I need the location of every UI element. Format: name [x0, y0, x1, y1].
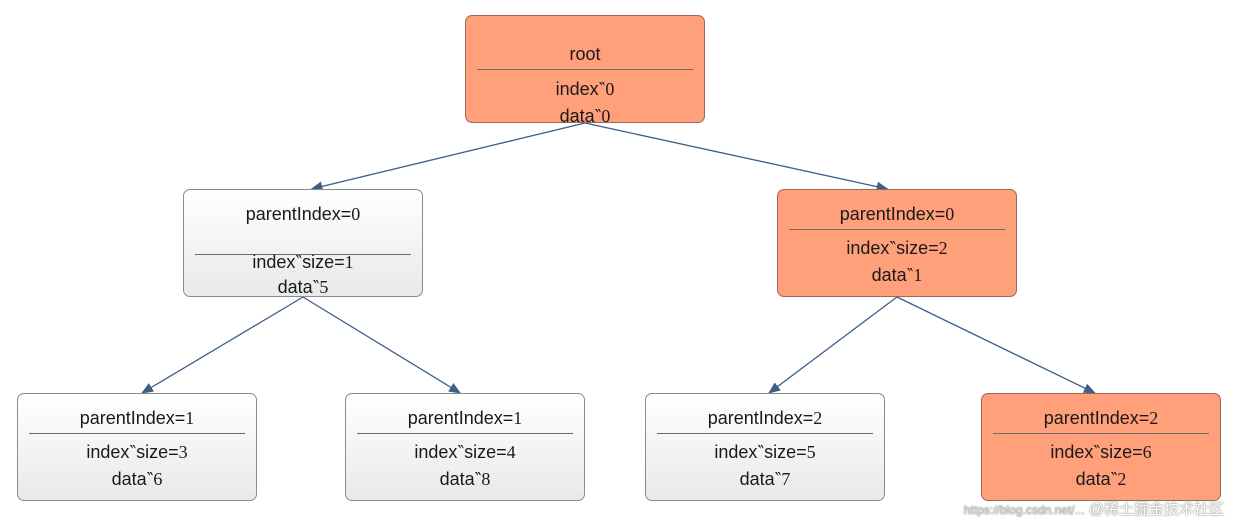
node-data-line: data‶0: [559, 106, 611, 126]
edge-root-n2: [584, 122, 889, 192]
node-divider: [477, 69, 693, 70]
tree-node-n5: parentIndex=2 index‶size=5 data‶7: [645, 393, 885, 501]
node-divider: [195, 254, 411, 255]
tree-node-root: root index‶0 data‶0: [465, 15, 705, 126]
node-title: parentIndex=0: [245, 204, 361, 224]
node-divider: [29, 433, 245, 434]
node-index-line: index‶size=1: [252, 252, 354, 272]
watermark-text: @稀土掘金技术社区: [1088, 501, 1224, 518]
tree-node-n6: parentIndex=2 index‶size=6 data‶2: [981, 393, 1221, 501]
node-index-line: index‶size=5: [714, 442, 816, 462]
node-divider: [789, 229, 1005, 230]
node-data-line: data‶2: [1075, 469, 1127, 489]
node-data-line: data‶8: [439, 469, 491, 489]
node-title: parentIndex=2: [1043, 408, 1159, 428]
watermark-url: https://blog.csdn.net/...: [963, 503, 1085, 517]
node-data-line: data‶1: [871, 265, 923, 285]
edge-n1-n3: [141, 296, 304, 394]
node-index-line: index‶size=3: [86, 442, 188, 462]
node-title: parentIndex=1: [407, 408, 523, 428]
edge-n1-n4: [302, 296, 461, 394]
tree-node-n1: parentIndex=0 index‶size=1 data‶5: [183, 189, 423, 297]
node-title: parentIndex=2: [707, 408, 823, 428]
node-index-line: index‶size=6: [1050, 442, 1152, 462]
tree-node-n4: parentIndex=1 index‶size=4 data‶8: [345, 393, 585, 501]
node-index-line: index‶size=2: [846, 238, 948, 258]
node-divider: [357, 433, 573, 434]
node-index-line: index‶0: [555, 79, 615, 99]
node-divider: [657, 433, 873, 434]
node-title: parentIndex=0: [839, 204, 955, 224]
node-data-line: data‶5: [277, 277, 329, 297]
watermark: https://blog.csdn.net/... @稀土掘金技术社区: [964, 498, 1224, 519]
edge-n2-n5: [768, 296, 898, 394]
node-title: parentIndex=1: [79, 408, 195, 428]
tree-node-n2: parentIndex=0 index‶size=2 data‶1: [777, 189, 1017, 297]
node-data-line: data‶7: [739, 469, 791, 489]
tree-node-n3: parentIndex=1 index‶size=3 data‶6: [17, 393, 257, 501]
edge-n2-n6: [896, 296, 1096, 394]
node-divider: [993, 433, 1209, 434]
node-data-line: data‶6: [111, 469, 163, 489]
node-title: root: [569, 44, 601, 64]
edge-root-n1: [310, 122, 586, 192]
node-index-line: index‶size=4: [414, 442, 516, 462]
